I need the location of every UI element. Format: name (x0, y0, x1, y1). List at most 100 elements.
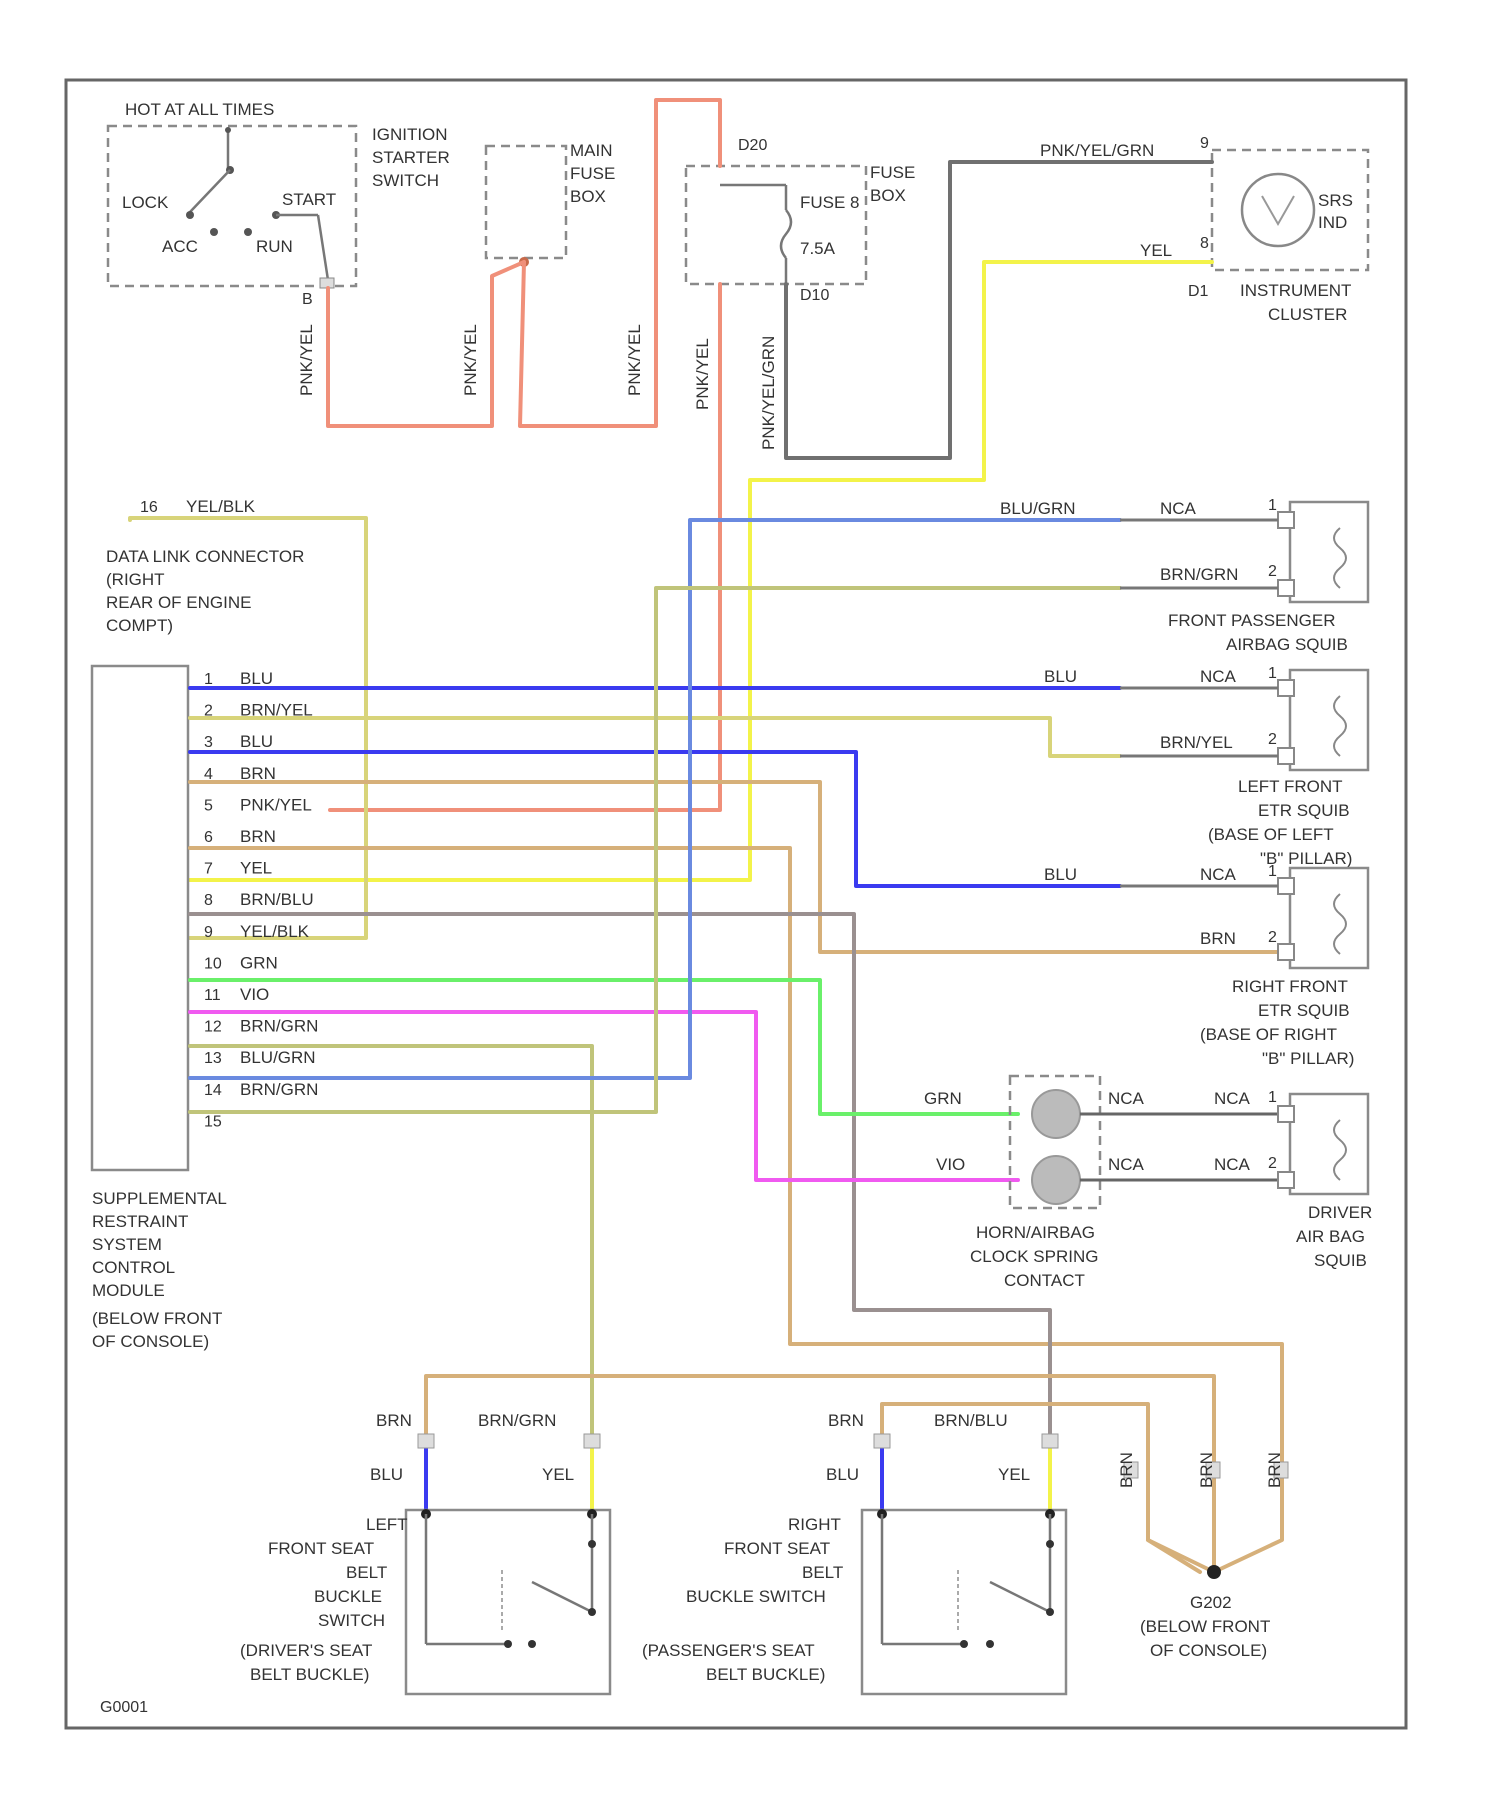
ground-name-1: G202 (1190, 1593, 1232, 1612)
srs-pin-number: 12 (204, 1019, 222, 1036)
srs-name-2: RESTRAINT (92, 1212, 188, 1231)
srs-pin-wire-label: BRN/BLU (240, 890, 314, 909)
power-wires: PNK/YEL PNK/YEL PNK/YEL PNK/YEL PNK/YEL/… (190, 100, 1212, 880)
cluster-name-1: INSTRUMENT (1240, 281, 1351, 300)
retr-pin1: 1 (1268, 863, 1277, 880)
main-fuse-name-1: MAIN (570, 141, 613, 160)
clock-name-2: CLOCK SPRING (970, 1247, 1098, 1266)
figure-id: G0001 (100, 1699, 148, 1716)
letr-name-2: ETR SQUIB (1258, 801, 1350, 820)
lb-name-7: BELT BUCKLE) (250, 1665, 369, 1684)
dlc-pin: 16 (140, 499, 158, 516)
clock-nca1-label: NCA (1108, 1089, 1145, 1108)
srs-pin-number: 6 (204, 829, 213, 846)
srs-pin-number: 5 (204, 797, 213, 814)
rb-name-6: BELT BUCKLE) (706, 1665, 825, 1684)
lb-name-2: FRONT SEAT (268, 1539, 374, 1558)
clock-name-1: HORN/AIRBAG (976, 1223, 1095, 1242)
srs-pin-wire-label: BLU/GRN (240, 1048, 316, 1067)
letr-name-3: (BASE OF LEFT (1208, 825, 1334, 844)
fuse-out-wire-label: PNK/YEL/GRN (759, 336, 778, 450)
dlc-name-4: COMPT) (106, 616, 173, 635)
ground-w3-label: BRN (1265, 1452, 1284, 1488)
lb-name-3: BELT (346, 1563, 387, 1582)
srs-pin-number: 7 (204, 861, 213, 878)
retr-name-4: "B" PILLAR) (1262, 1049, 1354, 1068)
lb-name-4: BUCKLE (314, 1587, 382, 1606)
rb-name-1: RIGHT (788, 1515, 841, 1534)
lb-name-6: (DRIVER'S SEAT (240, 1641, 372, 1660)
retr-wire1-label: BLU (1044, 865, 1077, 884)
ignition-pin: B (302, 291, 313, 308)
dlc-name-2: (RIGHT (106, 570, 165, 589)
fuse-number-label: FUSE 8 (800, 193, 860, 212)
rb-name-5: (PASSENGER'S SEAT (642, 1641, 815, 1660)
driver-nca1-label: NCA (1214, 1089, 1251, 1108)
lb-top-left-label: BRN (376, 1411, 412, 1430)
cluster-pin-d1: D1 (1188, 283, 1209, 300)
srs-pin-wire-label: PNK/YEL (240, 795, 312, 814)
srs-pin-number: 8 (204, 892, 213, 909)
right-seat-belt-buckle-switch: BRN BRN/BLU BLU YEL RIGHT FRONT SEAT BEL… (642, 1404, 1200, 1694)
clock-wire2-label: VIO (936, 1155, 965, 1174)
fuse-pin-in: D20 (738, 137, 767, 154)
driver-name-2: AIR BAG (1296, 1227, 1365, 1246)
main-fuse-wire2-label: PNK/YEL (625, 324, 644, 396)
lb-top-right-label: BRN/GRN (478, 1411, 556, 1430)
fps-pin1: 1 (1268, 497, 1277, 514)
letr-wire2-label: BRN/YEL (1160, 733, 1233, 752)
fps-pin2: 2 (1268, 563, 1277, 580)
fps-name-1: FRONT PASSENGER (1168, 611, 1336, 630)
fuse-amp-label: 7.5A (800, 239, 836, 258)
letr-name-1: LEFT FRONT (1238, 777, 1343, 796)
retr-name-3: (BASE OF RIGHT (1200, 1025, 1337, 1044)
rb-name-2: FRONT SEAT (724, 1539, 830, 1558)
ignition-name-1: IGNITION (372, 125, 448, 144)
fuse-in-wire-label: PNK/YEL (693, 338, 712, 410)
srs-pin-number: 13 (204, 1050, 222, 1067)
driver-pin1: 1 (1268, 1089, 1277, 1106)
cluster-pin-9: 9 (1200, 135, 1209, 152)
cluster-pin-8: 8 (1200, 235, 1209, 252)
fuse-box-name-2: BOX (870, 186, 906, 205)
main-fuse-name-2: FUSE (570, 164, 615, 183)
srs-ind-label-1: SRS (1318, 191, 1353, 210)
ground-name-3: OF CONSOLE) (1150, 1641, 1267, 1660)
srs-pin-wire-label: GRN (240, 953, 278, 972)
lb-low-right-label: YEL (542, 1465, 574, 1484)
clock-wire1-label: GRN (924, 1089, 962, 1108)
srs-pin-wire-label: BRN/GRN (240, 1080, 318, 1099)
srs-pin-wire-label: BRN (240, 827, 276, 846)
fps-nca-label: NCA (1160, 499, 1197, 518)
main-fuse-wire1-label: PNK/YEL (461, 324, 480, 396)
srs-pin-wire-label: BRN/GRN (240, 1017, 318, 1036)
letr-nca-label: NCA (1200, 667, 1237, 686)
rb-top-right-label: BRN/BLU (934, 1411, 1008, 1430)
ground-w2-label: BRN (1197, 1452, 1216, 1488)
srs-pin-wire-label: VIO (240, 985, 269, 1004)
acc-label: ACC (162, 237, 198, 256)
letr-wire1-label: BLU (1044, 667, 1077, 686)
clock-nca2-label: NCA (1108, 1155, 1145, 1174)
retr-pin2: 2 (1268, 929, 1277, 946)
ignition-switch: HOT AT ALL TIMES LOCK ACC RUN START IGNI… (108, 100, 450, 308)
driver-pin2: 2 (1268, 1155, 1277, 1172)
srs-pin-wire-label: BLU (240, 669, 273, 688)
instrument-cluster: SRS IND 9 8 D1 INSTRUMENT CLUSTER (1188, 135, 1368, 324)
rb-low-right-label: YEL (998, 1465, 1030, 1484)
srs-pin-number: 1 (204, 671, 213, 688)
horn-airbag-clock-spring: GRN VIO NCA NCA HORN/AIRBAG CLOCK SPRING… (924, 1076, 1290, 1290)
left-front-etr-squib: BLU NCA BRN/YEL 1 2 LEFT FRONT ETR SQUIB… (1044, 665, 1368, 868)
lb-name-5: SWITCH (318, 1611, 385, 1630)
hot-at-all-times-label: HOT AT ALL TIMES (125, 100, 274, 119)
ground-g202: BRN BRN BRN G202 (BELOW FRONT OF CONSOLE… (1117, 1452, 1288, 1660)
srs-name-4: CONTROL (92, 1258, 175, 1277)
lb-low-left-label: BLU (370, 1465, 403, 1484)
dlc-name-1: DATA LINK CONNECTOR (106, 547, 304, 566)
fuse-pin-out: D10 (800, 287, 829, 304)
right-front-etr-squib: BLU NCA BRN 1 2 RIGHT FRONT ETR SQUIB (B… (1044, 863, 1368, 1068)
start-label: START (282, 190, 336, 209)
fps-wire2-label: BRN/GRN (1160, 565, 1238, 584)
